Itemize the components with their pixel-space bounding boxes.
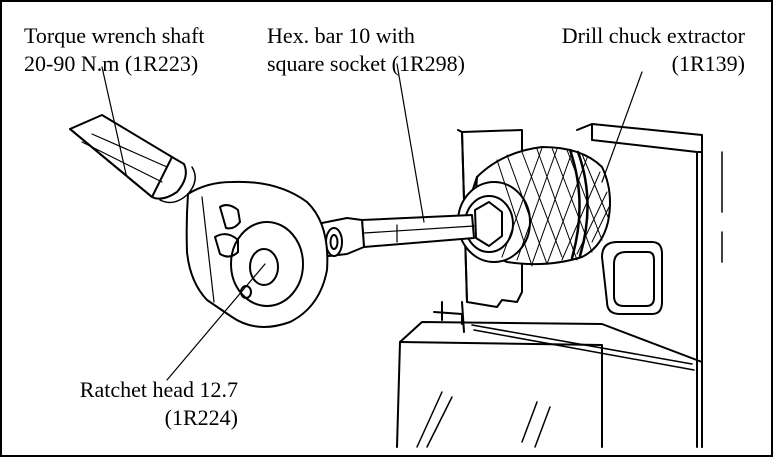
label-hex-bar: Hex. bar 10 with square socket (1R298) <box>267 22 465 78</box>
label-hex-bar-line1: Hex. bar 10 with <box>267 23 415 48</box>
drill-chuck <box>457 146 611 267</box>
wrench-shaft <box>69 114 196 204</box>
hex-bar <box>361 214 475 248</box>
label-chuck-extractor: Drill chuck extractor (1R139) <box>562 22 745 78</box>
label-ratchet-head-line2: (1R224) <box>164 405 238 430</box>
leader-hex-bar <box>396 63 425 223</box>
label-chuck-extractor-line1: Drill chuck extractor <box>561 23 745 48</box>
leader-torque-wrench <box>101 66 127 175</box>
ratchet-head <box>185 180 329 328</box>
label-chuck-extractor-line2: (1R139) <box>671 51 745 76</box>
label-hex-bar-line2: square socket (1R298) <box>267 51 465 76</box>
leader-chuck-extractor <box>601 71 643 183</box>
label-ratchet-head: Ratchet head 12.7 (1R224) <box>32 376 238 432</box>
label-torque-wrench: Torque wrench shaft 20-90 N.m (1R223) <box>24 22 205 78</box>
label-torque-wrench-line1: Torque wrench shaft <box>24 23 205 48</box>
label-torque-wrench-line2: 20-90 N.m (1R223) <box>24 51 199 76</box>
leader-ratchet-head <box>166 263 266 381</box>
chuck-extractor-plate <box>576 123 723 448</box>
base-block <box>396 301 703 448</box>
label-ratchet-head-line1: Ratchet head 12.7 <box>79 377 238 402</box>
leader-lines <box>101 63 643 381</box>
